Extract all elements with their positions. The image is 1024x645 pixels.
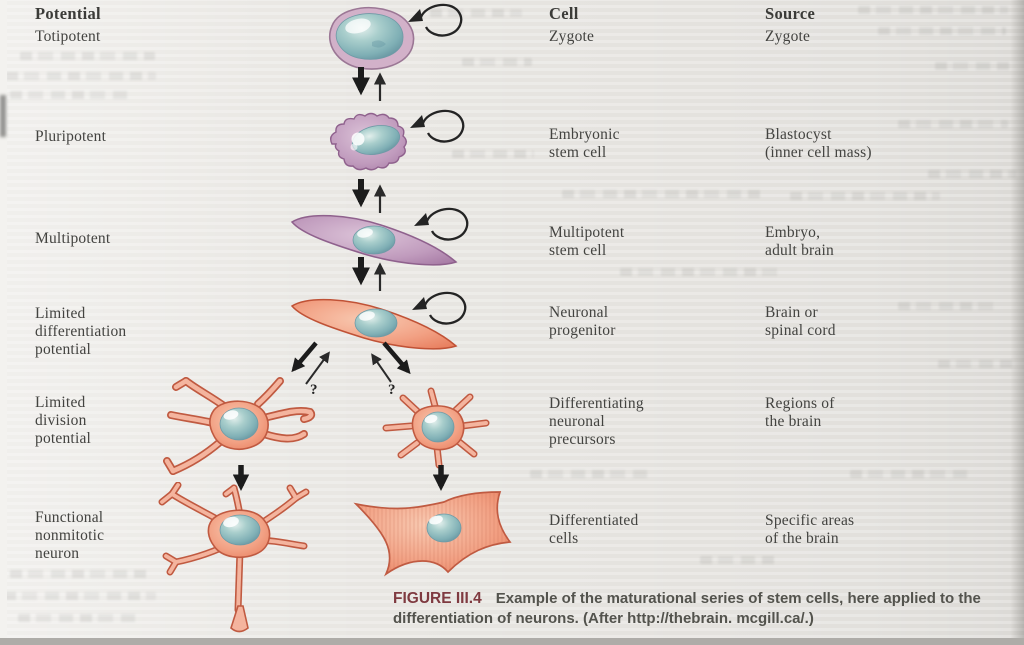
zygote-nucleus	[335, 13, 404, 60]
page-edge-bottom	[0, 638, 1024, 645]
ghost-line	[850, 470, 970, 478]
potential-label-limited-division: Limited division potential	[35, 394, 92, 447]
self-renewal-loop-icon	[406, 3, 463, 37]
thin-up-left-arrow-icon	[371, 353, 392, 383]
progenitor-nucleus	[354, 308, 398, 338]
column-header-source: Source	[765, 4, 816, 23]
page-edge-shadow-right	[1010, 0, 1024, 645]
diverging-differentiation-arrows: ? ?	[291, 341, 411, 396]
embryonic-stem-cell-illustration	[329, 109, 465, 171]
ghost-line	[6, 72, 156, 80]
source-label-embryo: Embryo, adult brain	[765, 224, 834, 259]
ghost-line	[620, 268, 780, 276]
ghost-line	[20, 52, 155, 60]
nucleus-highlight	[424, 414, 438, 424]
thick-down-and-thin-up-arrows-icon	[361, 67, 380, 101]
nucleus-highlight	[359, 311, 375, 321]
neuronal-progenitor-illustration	[290, 291, 467, 350]
cell-label-differentiated: Differentiated cells	[549, 512, 639, 547]
nucleus-highlight-small	[350, 143, 358, 151]
ghost-line	[878, 27, 1006, 35]
thin-up-right-arrow-icon	[305, 351, 330, 385]
page-edge-smudge	[0, 95, 6, 137]
nucleus-highlight	[345, 18, 371, 34]
ghost-line	[898, 120, 1008, 128]
ghost-line	[898, 302, 998, 310]
question-mark-left: ?	[310, 382, 318, 396]
source-label-brain-regions: Regions of the brain	[765, 395, 835, 430]
figure-caption-number: FIGURE III.4	[393, 590, 482, 607]
cell-label-zygote: Zygote	[549, 28, 595, 45]
self-renewal-loop-icon	[408, 109, 465, 143]
differentiation-arrow-pair	[350, 254, 394, 294]
ghost-line	[18, 614, 140, 622]
self-renewal-loop-icon	[410, 291, 467, 325]
ghost-line	[790, 192, 940, 200]
nucleus-highlight	[223, 410, 239, 420]
thick-down-and-thin-up-arrows-icon	[361, 257, 380, 291]
spindle-cell-nucleus	[352, 225, 396, 255]
source-label-zygote: Zygote	[765, 28, 811, 45]
self-renewal-loop-icon	[412, 207, 469, 241]
ghost-line	[4, 592, 156, 600]
zygote-cell-illustration	[328, 3, 463, 70]
differentiating-precursor-small-illustration	[382, 387, 490, 469]
functional-neuron-illustration	[158, 482, 310, 633]
source-label-brain-spinal: Brain or spinal cord	[765, 304, 836, 339]
thick-down-right-arrow-icon	[382, 341, 411, 375]
differentiated-cell-illustration	[353, 491, 512, 577]
cell-label-embryonic: Embryonic stem cell	[549, 126, 620, 161]
page-edge-left	[0, 0, 7, 645]
differentiation-arrow-pair	[350, 64, 394, 104]
potential-label-functional-neuron: Functional nonmitotic neuron	[35, 509, 105, 562]
nucleus-speckle	[372, 40, 386, 48]
source-label-brain-areas: Specific areas of the brain	[765, 512, 855, 547]
potential-label-multipotent: Multipotent	[35, 230, 111, 247]
question-mark-right: ?	[388, 382, 396, 396]
ghost-line	[10, 570, 150, 578]
precursor-nucleus	[421, 411, 455, 443]
potential-label-limited-differentiation: Limited differentiation potential	[35, 305, 127, 358]
ghost-line	[928, 170, 1016, 178]
cell-label-multipotent: Multipotent stem cell	[549, 224, 625, 259]
down-arrow-right	[432, 465, 450, 491]
ghost-line	[10, 91, 128, 99]
nucleus-highlight	[223, 516, 239, 528]
axon-growth-cone	[230, 605, 249, 633]
column-header-cell: Cell	[549, 4, 579, 23]
ghost-line	[530, 470, 650, 478]
ghost-line	[935, 62, 1015, 70]
ghost-line	[700, 556, 780, 564]
nucleus-highlight	[357, 228, 373, 238]
ghost-line	[562, 190, 762, 198]
thick-down-left-arrow-icon	[291, 341, 318, 373]
nucleus-highlight	[429, 515, 443, 525]
down-arrow-left	[232, 465, 250, 491]
potential-label-totipotent: Totipotent	[35, 28, 101, 45]
multipotent-stem-cell-illustration	[290, 207, 469, 266]
ghost-line	[858, 6, 1008, 14]
differentiating-precursor-large-illustration	[163, 377, 316, 475]
ghost-line	[462, 58, 532, 66]
column-header-potential: Potential	[35, 4, 101, 23]
potential-label-pluripotent: Pluripotent	[35, 128, 107, 145]
figure-caption-text: Example of the maturational series of st…	[393, 590, 981, 627]
nucleus-highlight	[351, 132, 365, 146]
ghost-line	[938, 360, 1016, 368]
cell-label-precursors: Differentiating neuronal precursors	[549, 395, 644, 448]
cell-label-progenitor: Neuronal progenitor	[549, 304, 616, 339]
source-label-blastocyst: Blastocyst (inner cell mass)	[765, 126, 872, 161]
